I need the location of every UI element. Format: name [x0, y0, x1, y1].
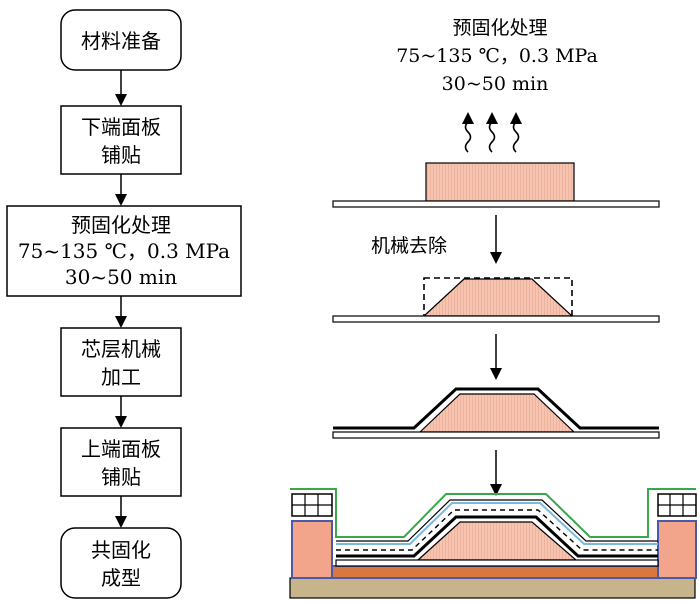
upper-panel: [336, 515, 658, 558]
flow-arrowhead: [115, 194, 127, 206]
vacuum-bag: [290, 488, 696, 538]
precure-label: 75~135 ℃，0.3 MPa: [396, 45, 598, 67]
step-text: 成型: [101, 566, 141, 590]
step-text: 75~135 ℃，0.3 MPa: [18, 239, 230, 263]
step-box-upper-panel: [60, 427, 182, 497]
machining-label: 机械去除: [371, 235, 447, 257]
flowchart: 材料准备 下端面板 铺贴 预固化处理 75~135 ℃，0.3 MPa 30~5…: [6, 9, 242, 599]
flow-arrowhead: [115, 416, 127, 428]
precure-label: 30~50 min: [442, 73, 549, 95]
lower-panel: [332, 431, 660, 439]
step-box-core-machining: [60, 327, 182, 397]
step-box-precure: [6, 205, 242, 297]
tool-plate: [317, 565, 665, 579]
cocure-assembly: [289, 488, 697, 599]
stage-arrowhead: [490, 252, 502, 264]
flow-arrowhead: [115, 316, 127, 328]
side-block-right: [657, 520, 697, 579]
core-block: [425, 162, 575, 202]
step-text: 预固化处理: [71, 213, 171, 237]
step-text: 上端面板: [81, 437, 161, 461]
breather-outline: [336, 499, 658, 542]
release-film: [336, 509, 658, 551]
heat-arrows-icon: [462, 112, 522, 153]
lower-panel: [335, 559, 659, 567]
upper-panel: [333, 387, 659, 430]
step-text: 共固化: [91, 538, 151, 562]
precure-label: 预固化处理: [452, 17, 547, 39]
step-box-lower-panel: [60, 105, 182, 175]
stage-arrowhead: [490, 484, 502, 496]
step-text: 加工: [101, 365, 141, 389]
step-text: 芯层机械: [81, 337, 161, 361]
stage-arrowhead: [490, 368, 502, 380]
flow-arrowhead: [115, 516, 127, 528]
machined-core: [416, 521, 578, 561]
schematic: 预固化处理 75~135 ℃，0.3 MPa 30~50 min 机械去除: [289, 17, 697, 599]
step-text: 下端面板: [81, 115, 161, 139]
breather-layer: [336, 502, 658, 545]
lower-panel: [332, 200, 660, 208]
base-plate: [289, 577, 696, 599]
step-text: 30~50 min: [65, 265, 177, 289]
machined-core: [422, 278, 574, 317]
step-text: 铺贴: [101, 465, 141, 489]
step-text: 铺贴: [101, 143, 141, 167]
flow-arrowhead: [115, 94, 127, 106]
side-block-left: [291, 520, 333, 579]
lower-panel: [332, 315, 660, 323]
step-text: 材料准备: [81, 29, 161, 53]
step-box-cocure: [60, 527, 182, 599]
